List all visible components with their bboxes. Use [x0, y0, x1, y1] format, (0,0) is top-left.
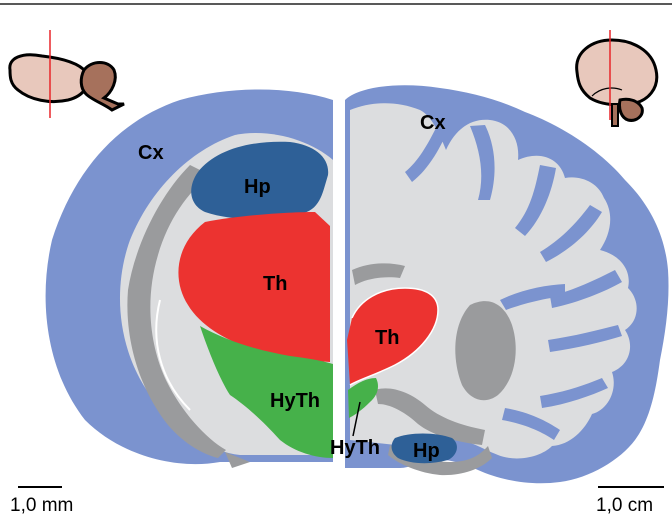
rodent-label-hippocampus: Hp — [244, 176, 271, 198]
rodent-brain-cerebrum — [10, 55, 88, 102]
human-brain-cerebellum — [619, 99, 642, 120]
human-brain-cerebrum — [577, 40, 657, 105]
human-label-thalamus: Th — [375, 327, 399, 349]
human-section — [345, 85, 669, 483]
human-label-cortex: Cx — [420, 112, 446, 134]
rodent-brain-icon — [10, 30, 124, 118]
rodent-label-cortex: Cx — [138, 142, 164, 164]
human-scale-label: 1,0 cm — [596, 495, 653, 516]
human-label-hypothalamus: HyTh — [330, 437, 380, 459]
rodent-scale-label: 1,0 mm — [10, 495, 73, 516]
human-label-hippocampus: Hp — [413, 440, 440, 462]
human-brainstem — [612, 104, 618, 126]
human-brain-icon — [577, 30, 657, 126]
midline-gap — [333, 80, 343, 480]
rodent-brain-cerebellum — [81, 63, 124, 111]
rodent-label-thalamus: Th — [263, 273, 287, 295]
rodent-label-hypothalamus: HyTh — [270, 390, 320, 412]
